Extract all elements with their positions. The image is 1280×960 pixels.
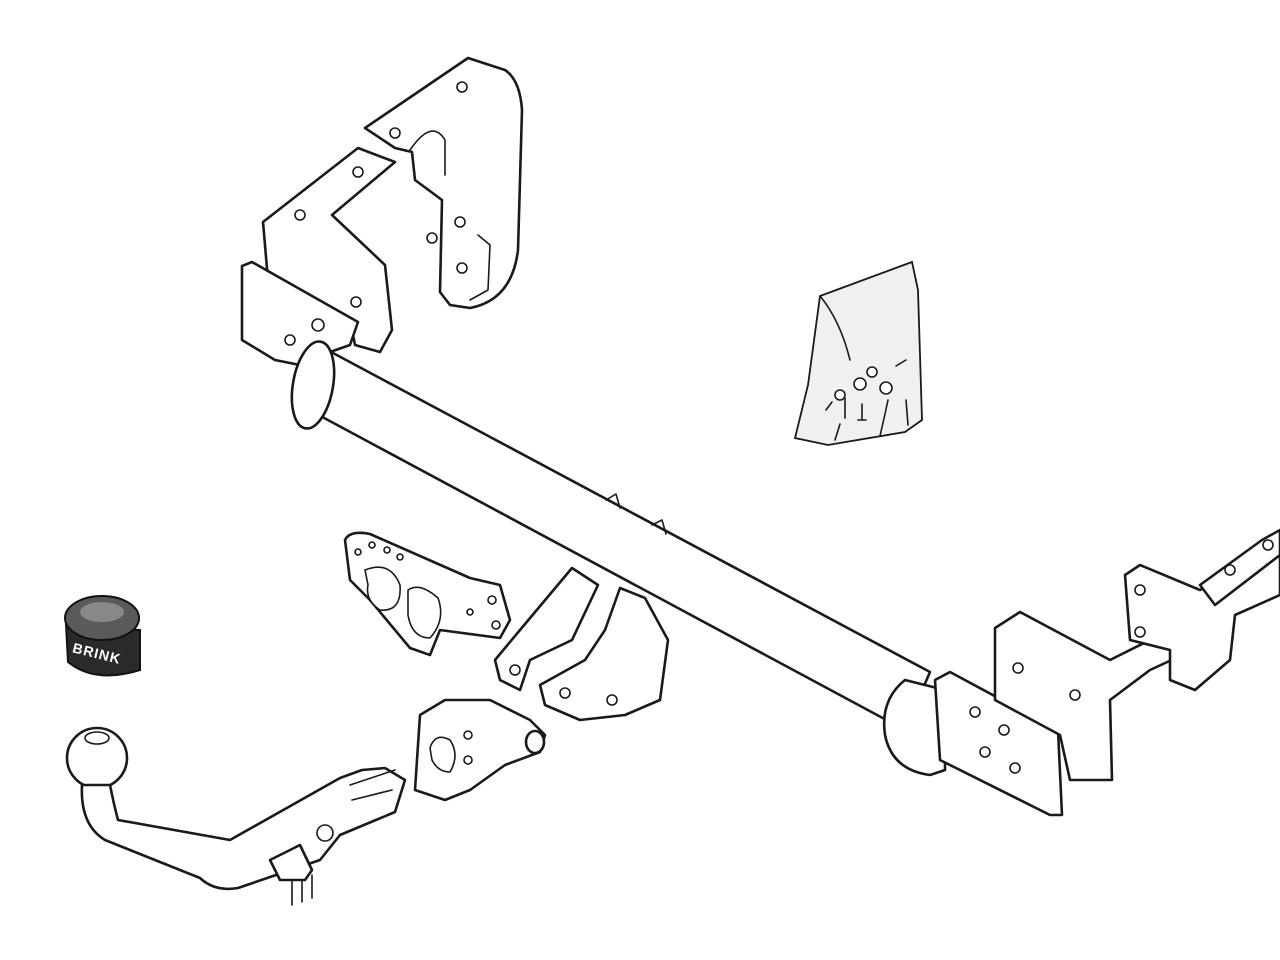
fixing-kit-bag bbox=[793, 260, 923, 446]
right-mounting-bracket bbox=[882, 528, 1280, 817]
socket-plate bbox=[343, 531, 512, 657]
centre-hanger-brackets bbox=[493, 566, 670, 722]
cover-cap: BRINK bbox=[64, 595, 141, 677]
main-crossbar bbox=[290, 340, 932, 732]
tow-ball-neck bbox=[65, 726, 407, 906]
left-mounting-bracket bbox=[240, 56, 524, 367]
receiver-housing bbox=[413, 698, 547, 802]
